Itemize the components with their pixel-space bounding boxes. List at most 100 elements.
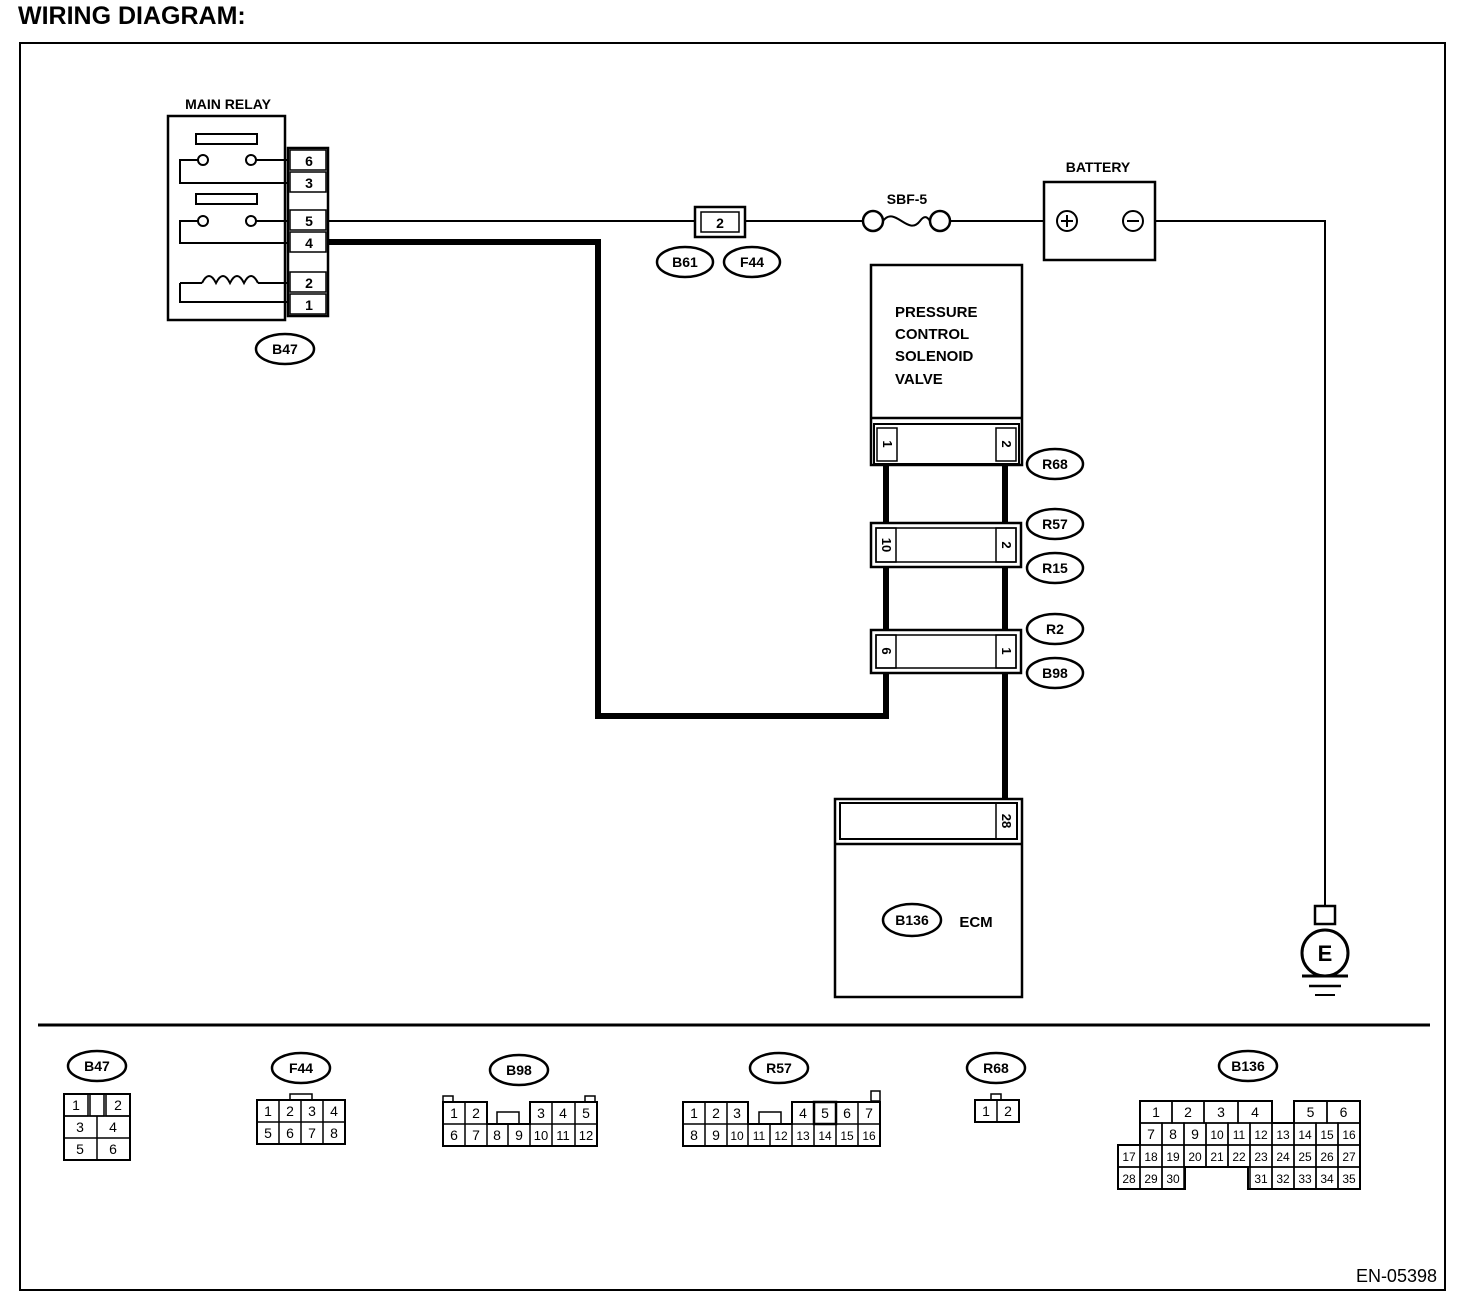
- connector-tag-r2: [1025, 612, 1085, 646]
- connector-tag-b47: [254, 332, 316, 366]
- pin-cell: [1161, 1166, 1185, 1190]
- main-relay-label: MAIN RELAY: [185, 96, 271, 112]
- pin-number: 33: [1298, 1172, 1312, 1186]
- pinout-r57: R57 1 2 3 4 5 6 7 8 9 10 11 12 13 14 15 …: [682, 1051, 881, 1147]
- svg-text:5: 5: [76, 1141, 84, 1157]
- svg-text:3: 3: [76, 1119, 84, 1135]
- svg-text:15: 15: [840, 1129, 854, 1143]
- pin-number: 13: [1276, 1128, 1290, 1142]
- svg-text:12: 12: [579, 1128, 593, 1143]
- battery-label: BATTERY: [1066, 159, 1131, 175]
- svg-text:3: 3: [308, 1103, 316, 1119]
- pin-number: 14: [1298, 1128, 1312, 1142]
- main-relay: MAIN RELAY 6 3 5 4 2 1 B47: [166, 96, 330, 366]
- svg-text:2: 2: [999, 440, 1014, 447]
- svg-text:10: 10: [879, 538, 894, 552]
- pin-number: 10: [1210, 1128, 1224, 1142]
- pin-number: 16: [1342, 1128, 1356, 1142]
- pin-number: 4: [1251, 1104, 1259, 1120]
- svg-text:4: 4: [559, 1105, 567, 1121]
- pin-number: 3: [1217, 1104, 1225, 1120]
- svg-text:R15: R15: [1042, 560, 1068, 576]
- relay-switch-bar-2: [195, 193, 258, 205]
- svg-text:7: 7: [308, 1125, 316, 1141]
- pin-number: 9: [1191, 1126, 1199, 1142]
- pin-number: 26: [1320, 1150, 1334, 1164]
- svg-text:4: 4: [109, 1119, 117, 1135]
- svg-text:9: 9: [515, 1127, 523, 1143]
- svg-text:7: 7: [865, 1105, 873, 1121]
- wires: [328, 220, 1326, 906]
- pin-number: 8: [1169, 1126, 1177, 1142]
- svg-text:5: 5: [582, 1105, 590, 1121]
- pin-number: 21: [1210, 1150, 1224, 1164]
- svg-text:F44: F44: [740, 254, 764, 270]
- pin-number: 25: [1298, 1150, 1312, 1164]
- svg-text:6: 6: [109, 1141, 117, 1157]
- pinout-r68: R68 1 2: [965, 1051, 1027, 1123]
- svg-text:3: 3: [537, 1105, 545, 1121]
- pin-number: 6: [1340, 1104, 1348, 1120]
- svg-text:1: 1: [264, 1103, 272, 1119]
- relay-pin: 1: [305, 297, 313, 313]
- pin-number: 35: [1342, 1172, 1356, 1186]
- svg-text:5: 5: [264, 1125, 272, 1141]
- pin-number: 31: [1254, 1172, 1268, 1186]
- pinout-b98: B98 1 2 3 4 5 6 7 8 9 10 11 12: [442, 1053, 598, 1147]
- svg-text:10: 10: [534, 1128, 548, 1143]
- pin-number: 20: [1188, 1150, 1202, 1164]
- svg-text:B136: B136: [895, 912, 929, 928]
- pin-number: 34: [1320, 1172, 1334, 1186]
- svg-text:5: 5: [821, 1105, 829, 1121]
- svg-text:B136: B136: [1231, 1058, 1265, 1074]
- fuse-connector: 2 B61 F44: [655, 205, 782, 279]
- pin-number: 1: [1152, 1104, 1160, 1120]
- pin-number: 23: [1254, 1150, 1268, 1164]
- connector-tag-b98: [1025, 656, 1085, 690]
- pin-number: 27: [1342, 1150, 1356, 1164]
- svg-text:F44: F44: [289, 1060, 313, 1076]
- svg-text:2: 2: [286, 1103, 294, 1119]
- pin-number: 7: [1147, 1126, 1155, 1142]
- relay-pin: 2: [305, 275, 313, 291]
- pin-number: 18: [1144, 1150, 1158, 1164]
- svg-text:7: 7: [472, 1127, 480, 1143]
- svg-text:R68: R68: [1042, 456, 1068, 472]
- ecm: 28 B136 ECM: [833, 797, 1024, 999]
- svg-text:6: 6: [286, 1125, 294, 1141]
- pin-number: 24: [1276, 1150, 1290, 1164]
- svg-text:6: 6: [879, 647, 894, 654]
- svg-text:2: 2: [1004, 1103, 1012, 1119]
- pin-number: 17: [1122, 1150, 1136, 1164]
- svg-text:8: 8: [690, 1127, 698, 1143]
- svg-text:R2: R2: [1046, 621, 1064, 637]
- svg-text:4: 4: [330, 1103, 338, 1119]
- relay-coil-icon: [201, 275, 259, 286]
- pinout-b47: B47 1 2 3 4 5 6: [63, 1049, 131, 1161]
- svg-text:2: 2: [114, 1097, 122, 1113]
- svg-text:B47: B47: [272, 341, 298, 357]
- fuse-icon: [882, 215, 931, 227]
- page-title: WIRING DIAGRAM:: [18, 2, 246, 30]
- ground: E: [1300, 904, 1350, 996]
- pin-number: 19: [1166, 1150, 1180, 1164]
- pin-number: 30: [1166, 1172, 1180, 1186]
- svg-text:16: 16: [862, 1129, 876, 1143]
- pin-number: 15: [1320, 1128, 1334, 1142]
- connector-tag-r57: [1025, 507, 1085, 541]
- svg-text:R68: R68: [983, 1060, 1009, 1076]
- svg-text:1: 1: [690, 1105, 698, 1121]
- connector-tag-f44: [722, 245, 782, 279]
- svg-text:3: 3: [733, 1105, 741, 1121]
- relay-pin: 3: [305, 175, 313, 191]
- pin-number: 5: [1307, 1104, 1315, 1120]
- pressure-control-solenoid-valve: PRESSURE CONTROL SOLENOID VALVE 1 2 R68: [869, 263, 1085, 481]
- svg-text:B47: B47: [84, 1058, 110, 1074]
- pinout-f44: F44 1 2 3 4 5 6 7 8: [256, 1051, 346, 1145]
- svg-text:8: 8: [330, 1125, 338, 1141]
- svg-text:2: 2: [716, 215, 724, 231]
- pin-number: 2: [1184, 1104, 1192, 1120]
- fuse-label: SBF-5: [887, 191, 928, 207]
- relay-pin: 4: [305, 235, 313, 251]
- svg-text:1: 1: [982, 1103, 990, 1119]
